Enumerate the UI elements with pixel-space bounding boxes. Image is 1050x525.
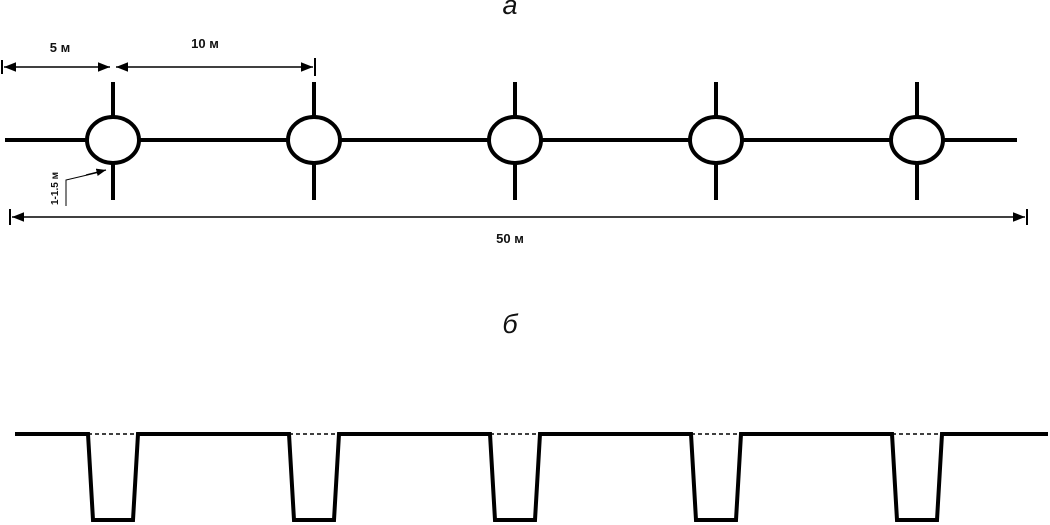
ground-profile [15,432,1048,522]
dim-total-label: 50 м [496,231,524,246]
well [889,82,945,200]
dim-first-label: 5 м [50,40,70,55]
well-circle [85,115,141,165]
well-circle [286,115,342,165]
dimension-first-spacing: 5 м [1,40,110,74]
dimension-total-length: 50 м [9,209,1028,246]
part-a-label: а [502,0,517,20]
well-circle [889,115,945,165]
dim-spacing-label: 10 м [191,36,219,51]
well-circle [688,115,744,165]
well-circle [487,115,543,165]
well [688,82,744,200]
well [286,82,342,200]
well [85,82,141,200]
branch-length-callout: 1-1.5 м [50,168,107,206]
dimension-well-spacing: 10 м [116,36,316,76]
dim-branch-label: 1-1.5 м [50,172,61,205]
wells-group [85,82,945,200]
well [487,82,543,200]
pits-group [15,432,1048,522]
part-b-label: б [502,309,518,339]
